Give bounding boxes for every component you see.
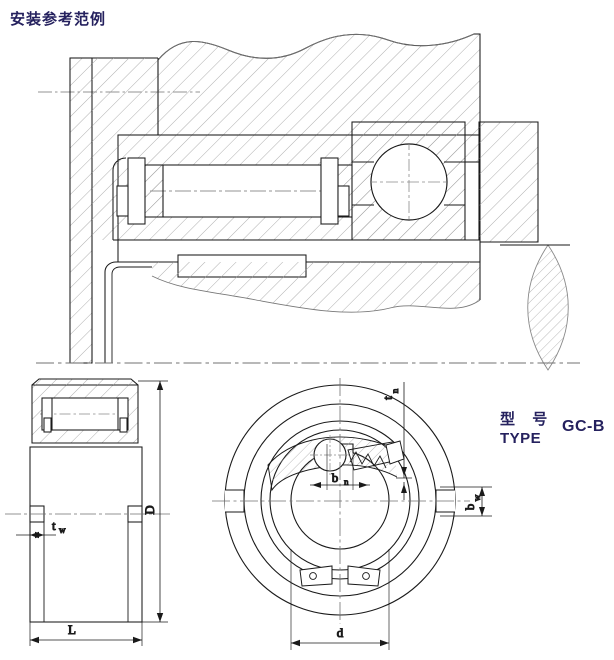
dim-tn-arrow-up2: [401, 484, 407, 493]
left-flange-wall: [69, 57, 93, 364]
side-main-body: [29, 446, 143, 623]
dim-label-bn: b: [332, 470, 339, 485]
dim-bn-arrow-left: [312, 482, 321, 488]
outer-ring-left-shoulder: [92, 135, 118, 240]
dim-D-arrow-top: [156, 381, 164, 390]
front-section-view: t n b w b n d: [212, 378, 492, 650]
roller-left-cap: [127, 157, 146, 225]
right-housing-extension: [478, 121, 539, 243]
dim-bw-arrow-top: [479, 487, 485, 496]
type-label-en: TYPE: [500, 430, 542, 447]
left-inner-collar: [92, 58, 158, 135]
installation-cross-section-view: [36, 33, 580, 371]
lower-break-hatched: [152, 262, 480, 313]
side-section-view: D L t w: [5, 378, 170, 646]
dim-label-d: d: [337, 625, 344, 640]
dim-tn-arrow-down: [401, 467, 407, 476]
dim-bn-arrow-right: [359, 482, 368, 488]
bearing-ball-centerlines: [371, 144, 447, 220]
side-top-band-chamfer: [31, 378, 139, 386]
lower-break-waveline: [151, 275, 481, 313]
lens-section-element: [527, 244, 569, 371]
dim-label-bn-sub: n: [344, 477, 349, 487]
dim-label-tn: t: [380, 396, 395, 400]
mid-collar-rounded: [112, 157, 127, 240]
dim-label-L: L: [68, 622, 76, 637]
dim-tw-arrow-left: [30, 531, 39, 539]
housing-body-upper-waveline: [157, 33, 475, 61]
dim-label-bw: b: [462, 504, 477, 511]
dim-label-tn-sub: n: [390, 388, 400, 393]
dim-L-arrow-left: [30, 636, 39, 644]
dim-label-tw-sub: w: [59, 525, 66, 535]
dim-bw-arrow-bot: [479, 507, 485, 516]
retaining-ring: [464, 161, 480, 245]
sprag-spring: [349, 451, 387, 469]
left-lower-step: [104, 261, 152, 363]
dim-label-tw: t: [52, 518, 56, 533]
bottom-tab-right-hole: [362, 572, 370, 580]
side-cavity-left-tab: [43, 417, 52, 433]
roller-right-tab: [337, 185, 350, 217]
page-title: 安装参考范例: [10, 10, 107, 28]
dim-d-arrow-left: [291, 639, 300, 647]
dim-D-arrow-bottom: [156, 613, 164, 622]
type-label-cn: 型 号: [500, 410, 554, 428]
housing-body-upper: [157, 33, 481, 136]
roller-right-cap: [320, 157, 339, 225]
dim-L-arrow-right: [133, 636, 142, 644]
dim-label-bw-sub: w: [472, 494, 482, 501]
type-value-gc-b: GC-B: [562, 418, 605, 435]
left-lower-step-inner: [111, 266, 152, 363]
roller-left-tab: [116, 185, 129, 217]
dim-d-arrow-right: [380, 639, 389, 647]
bottom-tab-left-hole: [309, 572, 317, 580]
roller-left-cap-inner: [144, 164, 164, 218]
dim-label-D: D: [142, 505, 157, 514]
side-cavity-right-tab: [119, 417, 128, 433]
